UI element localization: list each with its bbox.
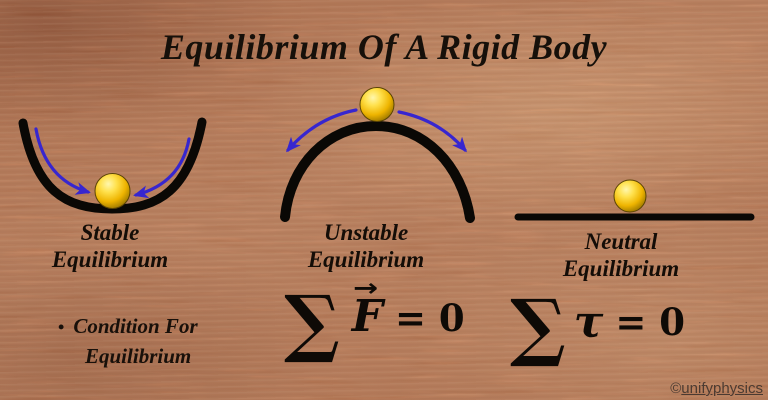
equals-zero: = 0 [394, 295, 465, 340]
label-line: Equilibrium [562, 256, 680, 281]
label-line: Neutral [584, 229, 658, 254]
bullet-icon: • [58, 317, 65, 337]
condition-text: Condition For [73, 314, 198, 338]
stable-equilibrium-label: Stable Equilibrium [10, 219, 210, 273]
ball-icon [359, 87, 395, 122]
neutral-equilibrium-diagram [514, 179, 755, 221]
copyright-icon: © [670, 380, 682, 397]
label-line: Equilibrium [307, 247, 425, 272]
fall-right-arrow-icon [397, 110, 467, 153]
ball-icon [94, 173, 131, 209]
label-line: Equilibrium [51, 247, 169, 272]
condition-line-1: • Condition For [58, 312, 198, 342]
equals-zero: = 0 [615, 299, 685, 344]
force-vector-symbol: →F [352, 276, 383, 339]
net-torque-formula: ∑ τ = 0 [510, 284, 685, 370]
roll-left-arrow-icon [34, 127, 91, 195]
concave-surface [18, 117, 207, 214]
convex-surface [280, 120, 475, 223]
stable-equilibrium-diagram [18, 117, 207, 214]
fall-left-arrow-icon [286, 108, 358, 153]
force-symbol: F [351, 291, 383, 342]
torque-symbol: τ [573, 297, 604, 348]
watermark-name: unifyphysics [681, 380, 763, 397]
condition-for-equilibrium-note: • Condition For Equilibrium [58, 312, 198, 371]
unstable-equilibrium-diagram [280, 87, 475, 223]
ball-icon [613, 179, 647, 213]
summation-symbol: ∑ [284, 280, 340, 366]
unstable-equilibrium-label: Unstable Equilibrium [266, 219, 466, 273]
label-line: Stable [80, 220, 140, 245]
watermark: ©unifyphysics [670, 380, 763, 397]
page-title: Equilibrium Of A Rigid Body [160, 27, 608, 67]
label-line: Unstable [323, 220, 409, 245]
net-force-formula: ∑ →F = 0 [284, 276, 465, 366]
vector-arrow-icon: → [352, 274, 378, 302]
summation-symbol: ∑ [510, 284, 566, 370]
condition-line-2: Equilibrium [85, 344, 192, 368]
neutral-equilibrium-label: Neutral Equilibrium [521, 228, 721, 282]
roll-right-arrow-icon [133, 137, 191, 199]
